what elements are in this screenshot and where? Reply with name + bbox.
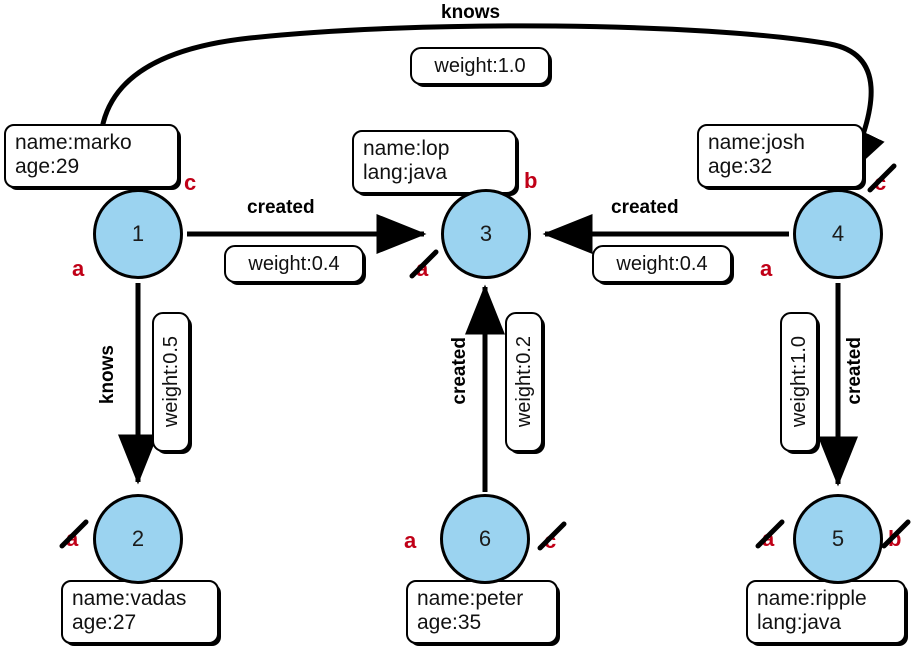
weight-box-4-3: weight:0.4 <box>592 245 732 283</box>
property-box-node-6: name:peter age:35 <box>406 580 558 644</box>
annotation-letter: a <box>760 256 773 281</box>
annotation-letter: b <box>524 168 538 193</box>
property-box-node-1: name:marko age:29 <box>4 124 179 188</box>
node-id-label: 3 <box>479 221 493 246</box>
property-detail: age:32 <box>708 155 773 179</box>
node-id-label: 5 <box>831 526 845 551</box>
weight-box-4-5: weight:1.0 <box>780 312 818 452</box>
edge-label-1-2-knows: knows <box>97 345 118 405</box>
property-detail: age:27 <box>72 611 137 635</box>
edge-label-4-5-created: created <box>844 337 865 405</box>
graph-node-4[interactable]: 4 <box>793 189 883 279</box>
weight-text: weight:0.2 <box>513 336 535 428</box>
property-detail: age:29 <box>15 155 80 179</box>
weight-text: weight:0.4 <box>616 253 708 275</box>
weight-text: weight:0.4 <box>248 253 340 275</box>
annotation-letter: a <box>416 256 429 281</box>
edge-label-1-4-knows: knows <box>441 2 501 23</box>
annotation-node-5-a: a <box>755 519 785 551</box>
node-id-label: 1 <box>131 221 145 246</box>
property-name: name:peter <box>417 587 524 610</box>
node-id-label: 6 <box>478 526 492 551</box>
annotation-node-5-b: b <box>881 519 911 551</box>
property-box-node-2: name:vadas age:27 <box>61 580 219 644</box>
graph-node-3[interactable]: 3 <box>441 189 531 279</box>
property-name: name:josh <box>708 131 805 154</box>
annotation-letter: c <box>874 170 887 195</box>
annotation-letter: a <box>762 526 775 551</box>
graph-node-5[interactable]: 5 <box>793 494 883 584</box>
property-name: name:marko <box>15 131 132 154</box>
annotation-node-3-a: a <box>409 249 439 281</box>
weight-text: weight:1.0 <box>434 55 526 77</box>
annotation-node-1-c: c <box>184 172 196 194</box>
edge-label-6-3-created: created <box>449 337 470 405</box>
property-box-node-3: name:lop lang:java <box>352 130 517 194</box>
weight-box-1-4: weight:1.0 <box>410 47 550 85</box>
property-name: name:vadas <box>72 587 187 610</box>
weight-box-1-2: weight:0.5 <box>152 312 190 452</box>
property-box-node-5: name:ripple lang:java <box>746 580 906 644</box>
property-box-node-4: name:josh age:32 <box>697 124 864 188</box>
property-name: name:lop <box>363 137 450 160</box>
edge-label-1-3-created: created <box>247 197 315 218</box>
annotation-letter: b <box>888 526 902 551</box>
weight-box-6-3: weight:0.2 <box>505 312 543 452</box>
annotation-letter: a <box>66 526 79 551</box>
annotation-node-1-a: a <box>72 258 84 280</box>
graph-node-2[interactable]: 2 <box>93 494 183 584</box>
annotation-node-4-c: c <box>867 163 897 195</box>
annotation-letter: c <box>184 170 197 195</box>
property-detail: lang:java <box>757 611 842 635</box>
annotation-node-4-a: a <box>760 258 772 280</box>
property-detail: lang:java <box>363 161 448 185</box>
node-id-label: 4 <box>831 221 845 246</box>
property-name: name:ripple <box>757 587 867 610</box>
annotation-letter: a <box>404 528 417 553</box>
graph-node-6[interactable]: 6 <box>440 494 530 584</box>
weight-box-1-3: weight:0.4 <box>224 245 364 283</box>
edge-label-4-3-created: created <box>611 197 679 218</box>
annotation-node-6-c: c <box>537 521 567 553</box>
annotation-letter: c <box>544 528 557 553</box>
annotation-node-3-b: b <box>524 170 537 192</box>
weight-text: weight:0.5 <box>160 336 182 428</box>
node-id-label: 2 <box>131 526 145 551</box>
annotation-node-2-a: a <box>59 519 89 551</box>
annotation-letter: a <box>72 256 85 281</box>
property-detail: age:35 <box>417 611 482 635</box>
edge-1-4-knows <box>97 23 885 181</box>
graph-node-1[interactable]: 1 <box>93 189 183 279</box>
weight-text: weight:1.0 <box>788 336 810 428</box>
annotation-node-6-a: a <box>404 530 416 552</box>
